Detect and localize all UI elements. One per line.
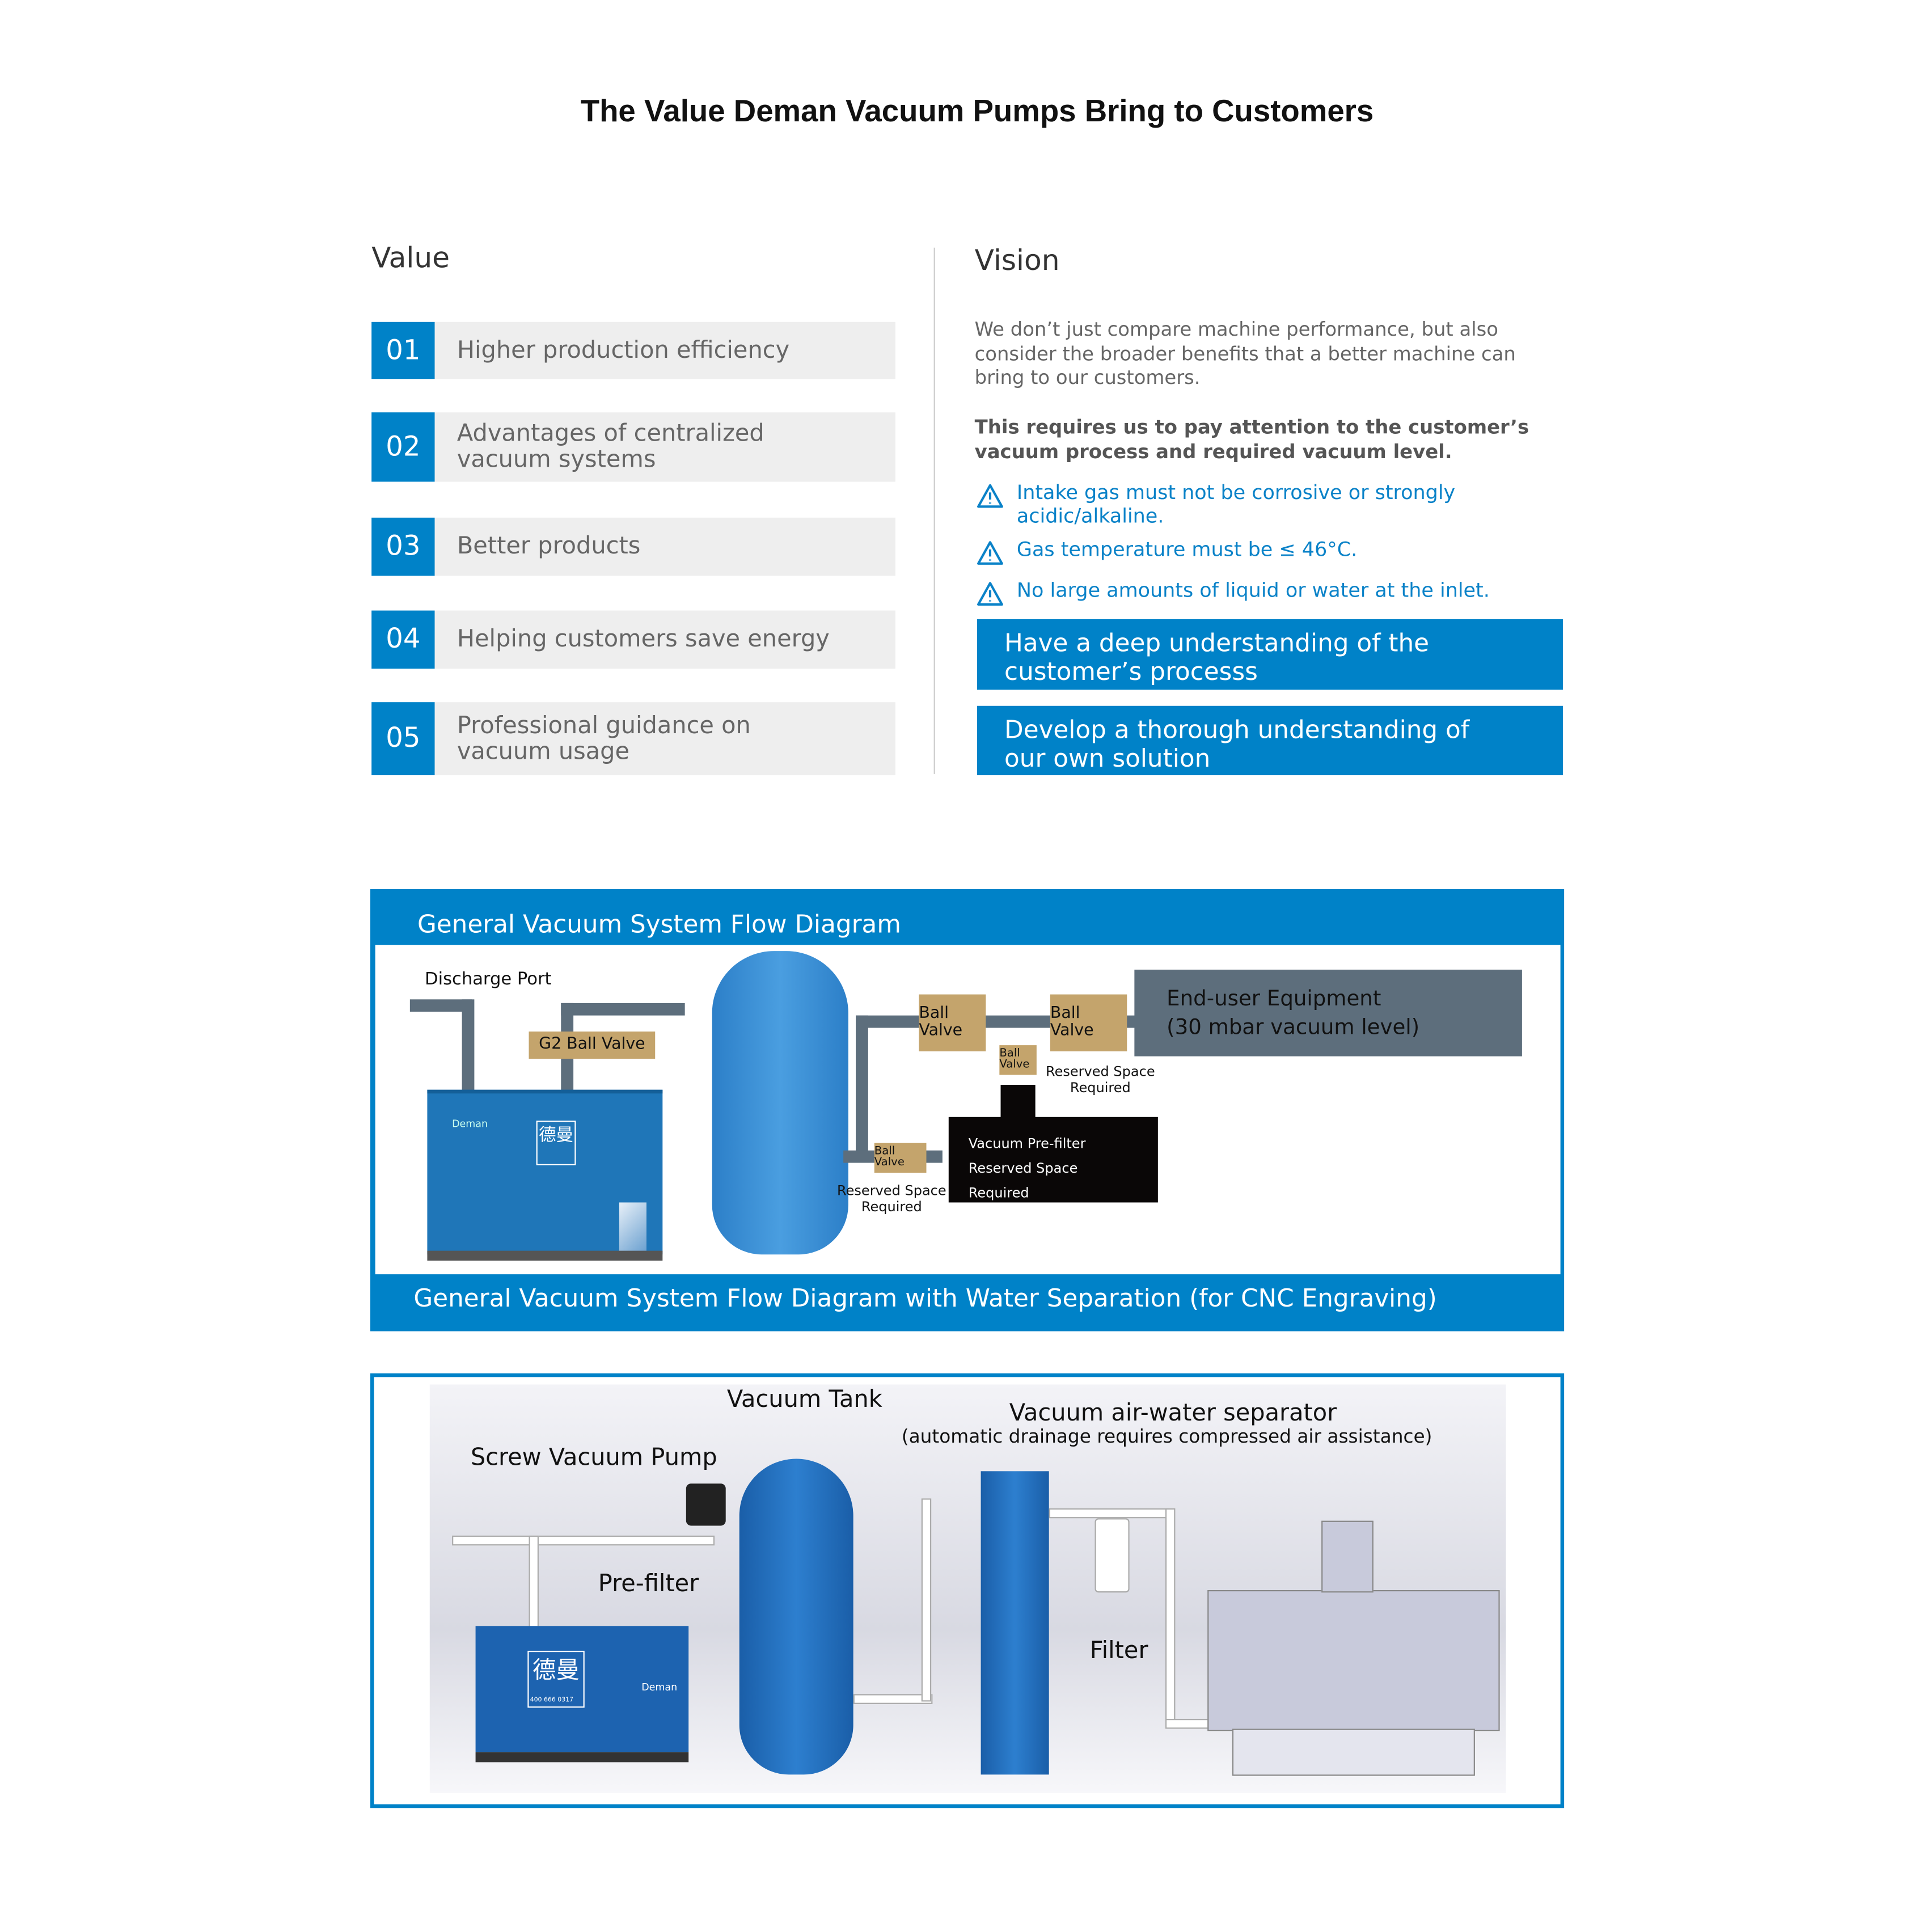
vision-box: Have a deep understanding of the custome…	[977, 619, 1563, 690]
flow-diagram-canvas: Discharge Port G2 Ball Valve Deman 德曼 Ba…	[375, 945, 1561, 1275]
ball-valve-small: Ball Valve	[874, 1143, 927, 1173]
end-user-title: End-user Equipment	[1167, 987, 1381, 1012]
pipe	[1049, 1508, 1176, 1519]
value-label: Advantages of centralized vacuum systems	[434, 412, 895, 482]
value-label: Helping customers save energy	[434, 610, 895, 669]
value-number: 03	[371, 517, 435, 576]
screw-pump-label: Screw Vacuum Pump	[470, 1444, 717, 1472]
pipe	[921, 1498, 932, 1702]
g2-ball-valve: G2 Ball Valve	[529, 1031, 656, 1059]
pipe	[529, 1535, 539, 1627]
prefilter-canister	[686, 1483, 726, 1526]
page-title: The Value Deman Vacuum Pumps Bring to Cu…	[580, 94, 1374, 129]
value-number: 04	[371, 610, 435, 669]
value-number: 02	[371, 412, 435, 482]
value-number: 01	[371, 322, 435, 379]
pump-brand: Deman	[452, 1118, 488, 1130]
cnc-base	[1232, 1728, 1475, 1776]
prefilter-label: Pre-filter	[598, 1570, 699, 1598]
warning-list: Intake gas must not be corrosive or stro…	[976, 480, 1558, 607]
pipe	[409, 999, 472, 1012]
vacuum-pump-unit: Deman 德曼	[427, 1089, 663, 1255]
warning-icon	[977, 541, 1003, 565]
warning-text: Intake gas must not be corrosive or stro…	[1016, 480, 1456, 528]
pipe	[1165, 1508, 1176, 1728]
separator-label: Vacuum air-water separator	[1009, 1399, 1337, 1427]
reserved-space-label: Reserved Space Required	[837, 1182, 946, 1215]
cnc-spindle	[1321, 1520, 1374, 1593]
pump-base	[427, 1250, 663, 1261]
pipe	[853, 1694, 933, 1704]
vacuum-tank-label: Vacuum Tank	[726, 1385, 882, 1413]
warning-item: No large amounts of liquid or water at t…	[976, 578, 1558, 607]
pipe	[452, 1535, 715, 1546]
column-divider	[933, 247, 935, 774]
screw-vacuum-pump: 德曼 Deman 400 666 0317	[475, 1626, 689, 1753]
ball-valve: Ball Valve	[919, 994, 986, 1052]
vision-intro: We don’t just compare machine performanc…	[974, 318, 1516, 389]
pump-phone: 400 666 0317	[530, 1696, 574, 1704]
end-user-equipment-box: End-user Equipment (30 mbar vacuum level…	[1134, 969, 1522, 1056]
vacuum-prefilter-box: Vacuum Pre-filter Reserved Space Require…	[948, 1117, 1158, 1203]
pipe	[561, 1003, 685, 1016]
discharge-port-label: Discharge Port	[425, 969, 552, 990]
vacuum-tank	[712, 951, 848, 1255]
cnc-machine	[1207, 1589, 1500, 1731]
pump-logo: 德曼	[527, 1651, 585, 1708]
value-heading: Value	[371, 243, 450, 275]
pump-v-logo	[619, 1202, 646, 1252]
vision-box: Develop a thorough understanding of our …	[977, 705, 1563, 776]
warning-text: No large amounts of liquid or water at t…	[1016, 578, 1490, 602]
value-label: Better products	[434, 517, 895, 576]
value-label: Professional guidance on vacuum usage	[434, 702, 895, 776]
value-label: Higher production efficiency	[434, 322, 895, 379]
pipe	[1165, 1719, 1211, 1729]
water-separation-panel: Vacuum Tank Screw Vacuum Pump Vacuum air…	[370, 1373, 1565, 1808]
prefilter-label: Vacuum Pre-filter	[968, 1135, 1086, 1152]
ball-valve: Ball Valve	[1050, 994, 1127, 1052]
reserved-space-label: Reserved Space Required	[1045, 1063, 1155, 1096]
warning-icon	[977, 484, 1003, 508]
air-water-separator	[981, 1471, 1049, 1775]
flow-diagram-water-title: General Vacuum System Flow Diagram with …	[413, 1283, 1437, 1313]
flow-diagram-title: General Vacuum System Flow Diagram	[417, 908, 901, 939]
vision-heading: Vision	[974, 245, 1060, 278]
warning-text: Gas temperature must be ≤ 46°C.	[1016, 537, 1358, 561]
prefilter-reserved-label: Reserved Space Required	[968, 1160, 1078, 1202]
pipe	[462, 999, 475, 1093]
pump-logo: 德曼	[536, 1121, 576, 1165]
filter-label: Filter	[1089, 1637, 1148, 1665]
vision-emphasis: This requires us to pay attention to the…	[974, 416, 1529, 463]
pipe	[856, 1015, 868, 1162]
separator-note: (automatic drainage requires compressed …	[901, 1425, 1432, 1448]
warning-icon	[977, 582, 1003, 606]
warning-item: Gas temperature must be ≤ 46°C.	[976, 538, 1558, 566]
pump-base	[475, 1752, 689, 1762]
warning-item: Intake gas must not be corrosive or stro…	[976, 480, 1558, 527]
ball-valve-small: Ball Valve	[999, 1045, 1037, 1075]
pump-brand: Deman	[641, 1681, 678, 1693]
vacuum-tank	[739, 1458, 853, 1775]
water-separation-canvas: Vacuum Tank Screw Vacuum Pump Vacuum air…	[429, 1384, 1506, 1794]
value-number: 05	[371, 702, 435, 776]
filter-canister	[1094, 1518, 1130, 1593]
end-user-vacuum-level: (30 mbar vacuum level)	[1167, 1015, 1420, 1041]
prefilter-connector	[1000, 1085, 1036, 1122]
flow-diagram-panel: General Vacuum System Flow Diagram Disch…	[370, 889, 1565, 1331]
